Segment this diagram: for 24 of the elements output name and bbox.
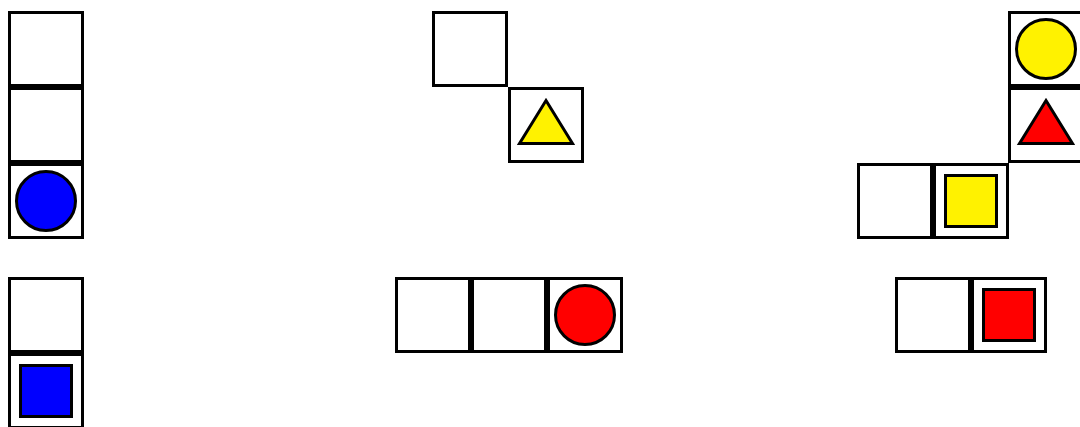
grid-cell bbox=[895, 277, 971, 353]
grid-cell bbox=[8, 163, 84, 239]
grid-cell bbox=[8, 11, 84, 87]
grid-cell bbox=[471, 277, 547, 353]
grid-cell bbox=[8, 87, 84, 163]
grid-cell bbox=[971, 277, 1047, 353]
grid-cell bbox=[395, 277, 471, 353]
grid-cell bbox=[8, 277, 84, 353]
grid-cell bbox=[547, 277, 623, 353]
triangle-token bbox=[1018, 99, 1074, 145]
circle-token bbox=[554, 284, 616, 346]
grid-cell bbox=[8, 353, 84, 427]
square-token bbox=[982, 288, 1036, 342]
grid-cell bbox=[432, 11, 508, 87]
grid-cell bbox=[857, 163, 933, 239]
square-token bbox=[944, 174, 998, 228]
circle-token bbox=[1015, 18, 1077, 80]
grid-cell bbox=[933, 163, 1009, 239]
circle-token bbox=[15, 170, 77, 232]
grid-cell bbox=[1008, 11, 1080, 87]
square-token bbox=[19, 364, 73, 418]
grid-cell bbox=[508, 87, 584, 163]
grid-cell bbox=[1008, 87, 1080, 163]
triangle-token bbox=[518, 99, 574, 145]
